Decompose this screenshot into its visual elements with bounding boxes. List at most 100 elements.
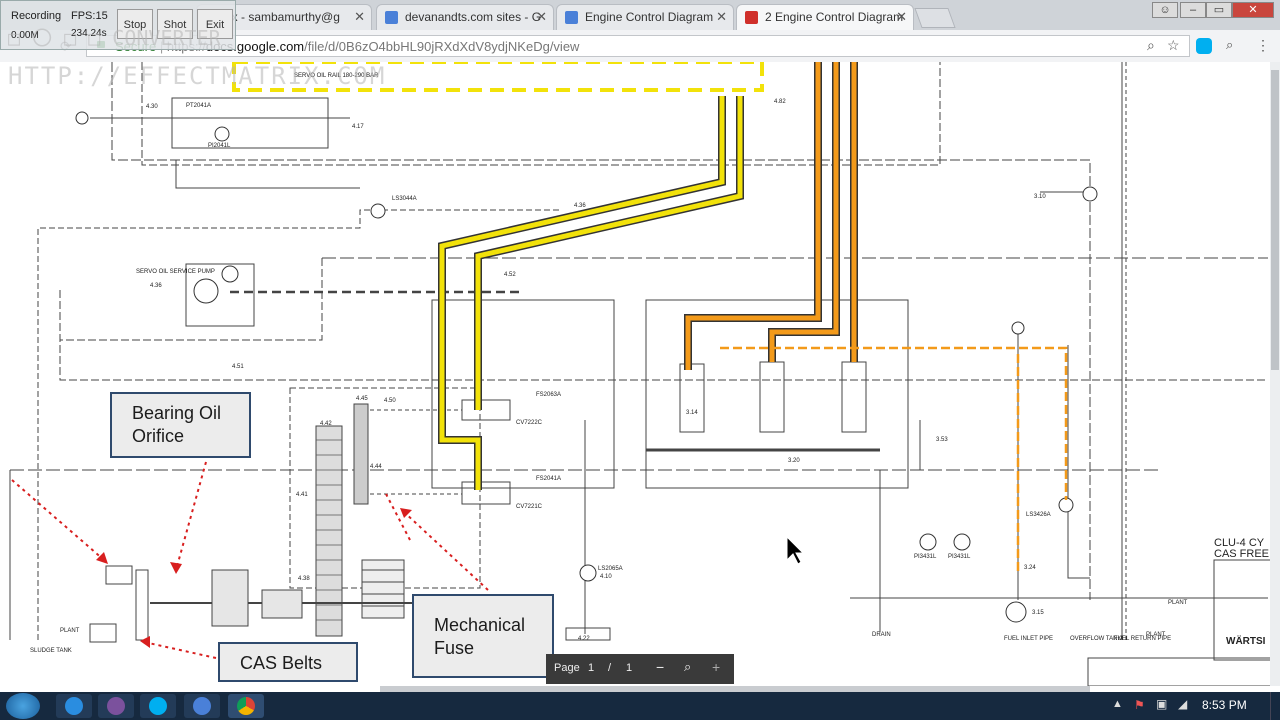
pi3431l-b-label: PI3431L <box>948 554 971 560</box>
close-icon[interactable]: ✕ <box>716 9 727 24</box>
exit-button[interactable]: Exit <box>197 9 233 39</box>
taskbar-chrome[interactable] <box>228 694 264 718</box>
minimize-button[interactable]: – <box>1180 2 1206 18</box>
gauge-icon <box>370 203 386 219</box>
tag-4-82: 4.82 <box>774 99 786 105</box>
tag-3-14: 3.14 <box>686 410 698 416</box>
tray-expand-icon[interactable]: ▲ <box>1112 698 1123 710</box>
plant-label: PLANT <box>60 628 80 634</box>
menu-icon[interactable]: ⋮ <box>1256 37 1270 53</box>
tag-4-38: 4.38 <box>298 576 310 582</box>
tag-4-50: 4.50 <box>384 398 396 404</box>
bookmark-star-icon[interactable]: ☆ <box>1167 37 1180 53</box>
close-icon[interactable]: ✕ <box>896 9 907 24</box>
arrowheads <box>96 508 412 648</box>
small-gear <box>353 403 369 505</box>
fuel-pipes <box>684 62 1068 572</box>
fs2041a-label: FS2041A <box>536 476 561 482</box>
pipe-line <box>1067 345 1090 579</box>
cas-belt-pulley <box>135 569 149 641</box>
skype-icon <box>149 697 167 715</box>
close-window-button[interactable]: ✕ <box>1232 2 1274 18</box>
servo-oil-rail <box>232 62 764 92</box>
shot-button[interactable]: Shot <box>157 9 193 39</box>
gauge-icon <box>919 533 937 551</box>
engine-control-diagram: SERVO OIL RAIL 180-290 BAR SERVO OIL SER… <box>9 62 1273 686</box>
brand-logo-text: WÄRTSI <box>1226 634 1266 647</box>
viber-icon <box>107 697 125 715</box>
search-extension-icon[interactable]: ⌕ <box>1226 37 1234 52</box>
drain-label: DRAIN <box>872 632 891 638</box>
crank-web <box>211 569 249 627</box>
tag-4-45: 4.45 <box>356 396 368 402</box>
docs-icon <box>565 11 578 24</box>
tab-label: 2 Engine Control Diagram <box>765 10 904 24</box>
zoom-icon[interactable]: ⌕ <box>1147 37 1155 53</box>
action-center-icon[interactable]: ⚑ <box>1134 698 1145 712</box>
taskbar-gdocs[interactable] <box>184 694 220 718</box>
network-icon[interactable]: ▣ <box>1156 697 1168 711</box>
horizontal-scrollbar[interactable] <box>380 686 1090 692</box>
skype-extension-icon[interactable] <box>1196 38 1212 54</box>
tab-devanandts-sites[interactable]: devanandts.com sites - G ✕ <box>376 4 554 30</box>
user-profile-button[interactable]: ☺ <box>1152 2 1178 18</box>
diagram-frame-line <box>141 62 941 166</box>
cas-device <box>89 623 117 643</box>
stop-button[interactable]: Stop <box>117 9 153 39</box>
zoom-out-button[interactable]: − <box>656 659 665 675</box>
control-valve-cv7222c <box>461 399 511 421</box>
tag-4-30: 4.30 <box>146 104 158 110</box>
zoom-search-icon[interactable]: ⌕ <box>684 659 692 674</box>
close-icon[interactable]: ✕ <box>354 9 365 24</box>
fuel-inlet-label: FUEL INLET PIPE <box>1004 636 1053 642</box>
servo-pump-label: SERVO OIL SERVICE PUMP <box>136 269 215 275</box>
pipe-line <box>60 258 323 341</box>
tab-label: ox - sambamurthy@g <box>225 10 340 24</box>
plant-label: PLANT <box>1146 632 1166 638</box>
callout-arrows <box>11 461 489 659</box>
fuel-return-label: FUEL RETURN PIPE <box>1114 636 1171 642</box>
servo-rail-label: SERVO OIL RAIL 180-290 BAR <box>294 73 379 79</box>
tab-engine-control-diagram[interactable]: Engine Control Diagram ✕ <box>556 4 734 30</box>
url-path: /file/d/0B6zO4bbHL90jRXdXdV8ydjNKeDg/vie… <box>304 39 580 54</box>
close-icon[interactable]: ✕ <box>536 9 547 24</box>
show-desktop-button[interactable] <box>1270 692 1280 720</box>
recording-status: Recording <box>11 10 62 22</box>
taskbar-viber[interactable] <box>98 694 134 718</box>
watermark-line1: □ 〇 □ □ CONVERTER <box>8 26 221 50</box>
pump-icon <box>1005 601 1027 623</box>
restore-button[interactable]: ▭ <box>1206 2 1232 18</box>
elapsed-time-readout: 234.24s <box>71 28 107 39</box>
screen-recorder-overlay: Recording FPS:15 0.00M 234.24s Stop Shot… <box>0 0 236 50</box>
vertical-scrollbar[interactable] <box>1270 62 1280 686</box>
callout-bearing-oil-orifice: Bearing Oil Orifice <box>110 392 251 458</box>
tab-2-engine-control-diagram[interactable]: 2 Engine Control Diagram ✕ <box>736 4 914 30</box>
chrome-icon <box>237 697 255 715</box>
taskbar-ie[interactable] <box>56 694 92 718</box>
main-gear <box>315 425 343 637</box>
browser-tab-strip: ox - sambamurthy@g ✕ devanandts.com site… <box>0 0 1280 30</box>
address-bar[interactable]: Secure | https://docs.google.com/file/d/… <box>86 35 1190 57</box>
new-tab-button[interactable] <box>914 8 956 28</box>
gauge-icon <box>579 564 597 582</box>
servo-pump-code: 4.36 <box>150 283 162 289</box>
tag-4-41: 4.41 <box>296 492 308 498</box>
tag-3-15: 3.15 <box>1032 610 1044 616</box>
fs2063a-label: FS2063A <box>536 392 561 398</box>
windows-taskbar: ▲ ⚑ ▣ ◢ 8:53 PM <box>0 692 1280 720</box>
tag-4-42: 4.42 <box>320 421 332 427</box>
tag-4-36: 4.36 <box>574 203 586 209</box>
servo-oil-pump-box <box>185 263 255 327</box>
taskbar-clock[interactable]: 8:53 PM <box>1202 698 1247 712</box>
taskbar-skype[interactable] <box>140 694 176 718</box>
pdf-viewer[interactable]: SERVO OIL RAIL 180-290 BAR SERVO OIL SER… <box>0 62 1280 686</box>
total-pages: 1 <box>626 662 633 674</box>
start-icon[interactable] <box>6 693 40 719</box>
current-page-input[interactable]: 1 <box>588 662 595 674</box>
zoom-in-button[interactable]: + <box>712 659 721 675</box>
gdocs-icon <box>193 697 211 715</box>
scrollbar-thumb[interactable] <box>1271 70 1279 370</box>
gear-teeth <box>316 439 342 621</box>
ie-icon <box>65 697 83 715</box>
volume-icon[interactable]: ◢ <box>1178 697 1188 711</box>
